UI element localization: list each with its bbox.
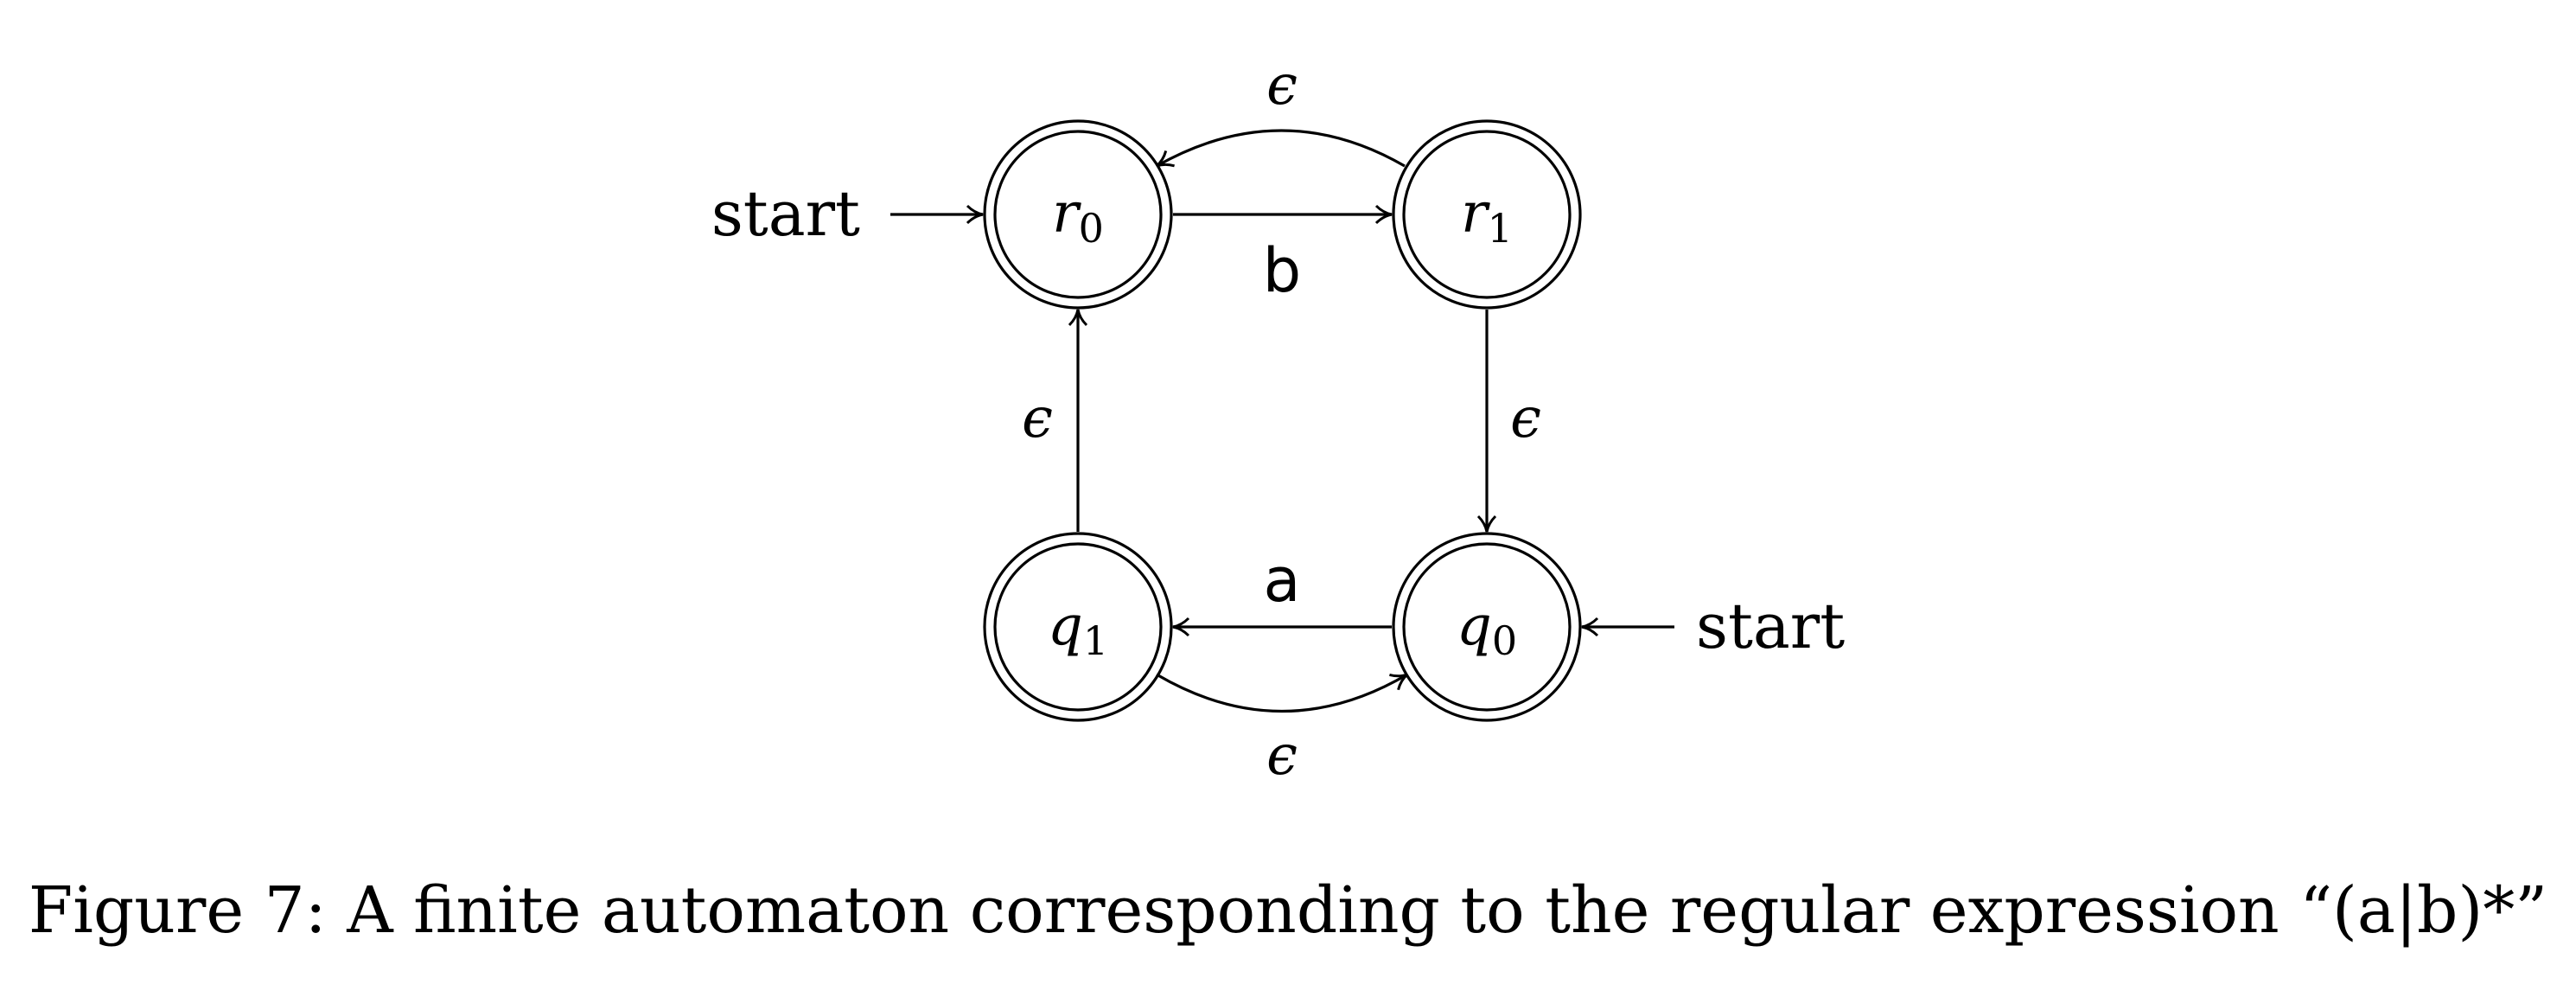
figure-caption-text: A finite automaton corresponding to the … — [347, 873, 2548, 948]
transition-r1-r0-label: ϵ — [1266, 54, 1298, 118]
transition-r0-r1: b — [1173, 204, 1393, 306]
transition-q1-q0-label: ϵ — [1266, 724, 1298, 788]
start-label-q0: start — [1696, 590, 1845, 662]
state-q0-label: q0 — [1457, 594, 1517, 664]
transition-q0-q1-label: a — [1264, 545, 1301, 616]
state-r1: r1 — [1392, 119, 1582, 310]
state-q1-label: q1 — [1048, 594, 1108, 664]
start-arrow-q0: start — [1581, 590, 1845, 662]
state-q1: q1 — [983, 532, 1173, 722]
state-q0: q0 — [1392, 532, 1582, 722]
automaton-diagram: A finite automaton corresponding to the … — [711, 54, 1845, 788]
transition-r0-r1-label: b — [1263, 235, 1301, 306]
figure-caption: Figure 7: A finite automaton correspondi… — [0, 873, 2576, 948]
figure-number: Figure 7: — [28, 873, 327, 948]
transition-r1-q0: ϵ — [1476, 310, 1541, 533]
state-r1-label: r1 — [1461, 182, 1513, 252]
transition-q0-q1: a — [1172, 545, 1392, 637]
transition-r1-q0-label: ϵ — [1510, 387, 1541, 451]
state-r0: r0 — [983, 119, 1173, 310]
transition-q1-r0-label: ϵ — [1022, 387, 1053, 451]
state-r0-label: r0 — [1052, 182, 1104, 252]
transition-q1-q0: ϵ — [1156, 673, 1409, 788]
transition-q1-r0: ϵ — [1022, 309, 1088, 532]
start-arrow-r0: start — [711, 177, 984, 250]
start-label-r0: start — [711, 177, 860, 250]
transition-r1-r0: ϵ — [1155, 54, 1406, 168]
